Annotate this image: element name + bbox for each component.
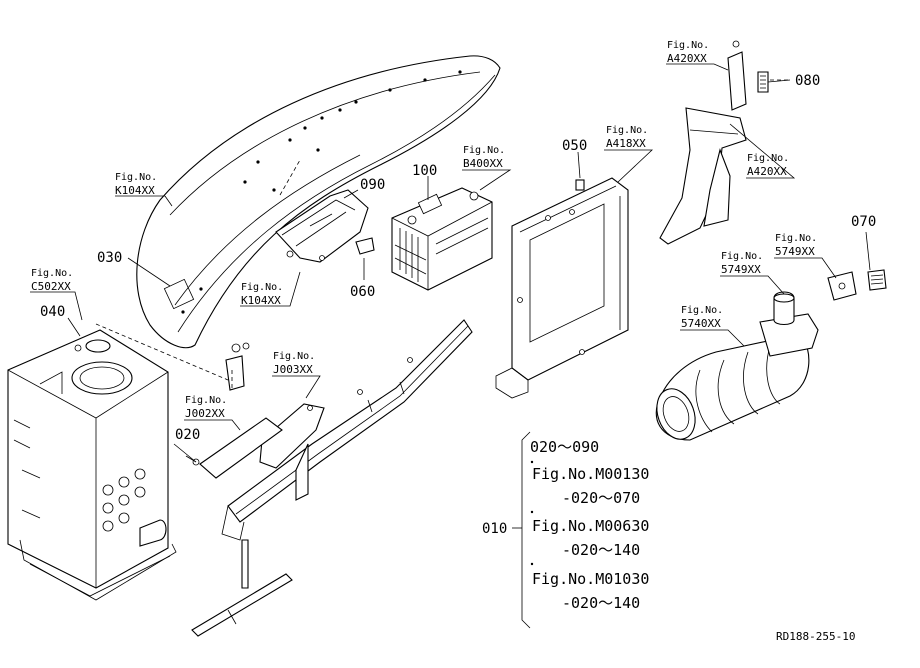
callout-fig-label: Fig.No. bbox=[606, 125, 648, 136]
callout-fig-5749-a: Fig.No. 5749XX bbox=[721, 251, 763, 276]
callout-fig-a418: Fig.No. A418XX bbox=[606, 125, 648, 150]
callout-code: J002XX bbox=[185, 407, 225, 420]
muffler-part bbox=[655, 269, 887, 441]
drawing-code: RD188-255-10 bbox=[776, 630, 855, 643]
part-number-070: 070 bbox=[851, 214, 876, 230]
callout-code: B400XX bbox=[463, 157, 503, 170]
callout-fig-label: Fig.No. bbox=[747, 153, 789, 164]
part-number-060: 060 bbox=[350, 284, 375, 300]
callout-fig-label: Fig.No. bbox=[273, 351, 315, 362]
callout-fig-j002: Fig.No. J002XX bbox=[185, 395, 227, 420]
callout-fig-k104-top: Fig.No. K104XX bbox=[115, 172, 157, 197]
fuel-tank-part bbox=[7, 329, 177, 601]
callout-code: K104XX bbox=[115, 184, 155, 197]
part-number-050: 050 bbox=[562, 138, 587, 154]
callout-fig-j003: Fig.No. J003XX bbox=[273, 351, 315, 376]
callout-fig-k104-mid: Fig.No. K104XX bbox=[241, 282, 283, 307]
callout-fig-a420-top: Fig.No. A420XX bbox=[667, 40, 709, 65]
radiator-frame-part bbox=[495, 177, 629, 399]
callout-code: 5749XX bbox=[775, 245, 815, 258]
callout-fig-c502: Fig.No. C502XX bbox=[31, 268, 73, 293]
callout-fig-label: Fig.No. bbox=[115, 172, 157, 183]
part-number-090: 090 bbox=[360, 177, 385, 193]
callout-fig-label: Fig.No. bbox=[185, 395, 227, 406]
callout-fig-label: Fig.No. bbox=[681, 305, 723, 316]
hood-part bbox=[136, 55, 501, 349]
callout-fig-label: Fig.No. bbox=[775, 233, 817, 244]
frame-rails-part bbox=[185, 319, 473, 637]
legend-line-3: -020～070 bbox=[562, 489, 640, 507]
legend-block: 010 020～090 Fig.No.M00130 -020～070 Fig.N… bbox=[482, 431, 649, 629]
leader-lines bbox=[30, 63, 871, 463]
callout-fig-label: Fig.No. bbox=[721, 251, 763, 262]
callout-code: A420XX bbox=[667, 52, 707, 65]
callout-code: C502XX bbox=[31, 280, 71, 293]
legend-line-1: 020～090 bbox=[530, 438, 599, 456]
bracket-090-part bbox=[275, 189, 375, 263]
callout-code: A420XX bbox=[747, 165, 787, 178]
legend-line-2: Fig.No.M00130 bbox=[532, 465, 649, 483]
part-number-080: 080 bbox=[795, 73, 820, 89]
part-number-040: 040 bbox=[40, 304, 65, 320]
callout-fig-label: Fig.No. bbox=[241, 282, 283, 293]
legend-line-6: Fig.No.M01030 bbox=[532, 570, 649, 588]
callout-code: 5749XX bbox=[721, 263, 761, 276]
legend-line-7: -020～140 bbox=[562, 594, 640, 612]
legend-line-5: -020～140 bbox=[562, 541, 640, 559]
part-number-030: 030 bbox=[97, 250, 122, 266]
callout-code: A418XX bbox=[606, 137, 646, 150]
callout-fig-5749-b: Fig.No. 5749XX bbox=[775, 233, 817, 258]
callout-fig-label: Fig.No. bbox=[463, 145, 505, 156]
callout-code: K104XX bbox=[241, 294, 281, 307]
part-number-020: 020 bbox=[175, 427, 200, 443]
callout-code: 5740XX bbox=[681, 317, 721, 330]
callout-fig-5740: Fig.No. 5740XX bbox=[681, 305, 723, 330]
callout-code: J003XX bbox=[273, 363, 313, 376]
air-intake-pipe-part bbox=[659, 40, 769, 245]
callout-fig-b400: Fig.No. B400XX bbox=[463, 145, 505, 170]
callout-fig-a420-mid: Fig.No. A420XX bbox=[747, 153, 789, 178]
legend-line-4: Fig.No.M00630 bbox=[532, 517, 649, 535]
callout-fig-label: Fig.No. bbox=[31, 268, 73, 279]
callout-fig-label: Fig.No. bbox=[667, 40, 709, 51]
part-number-100: 100 bbox=[412, 163, 437, 179]
battery-part bbox=[391, 187, 493, 291]
part-number-010: 010 bbox=[482, 521, 507, 537]
